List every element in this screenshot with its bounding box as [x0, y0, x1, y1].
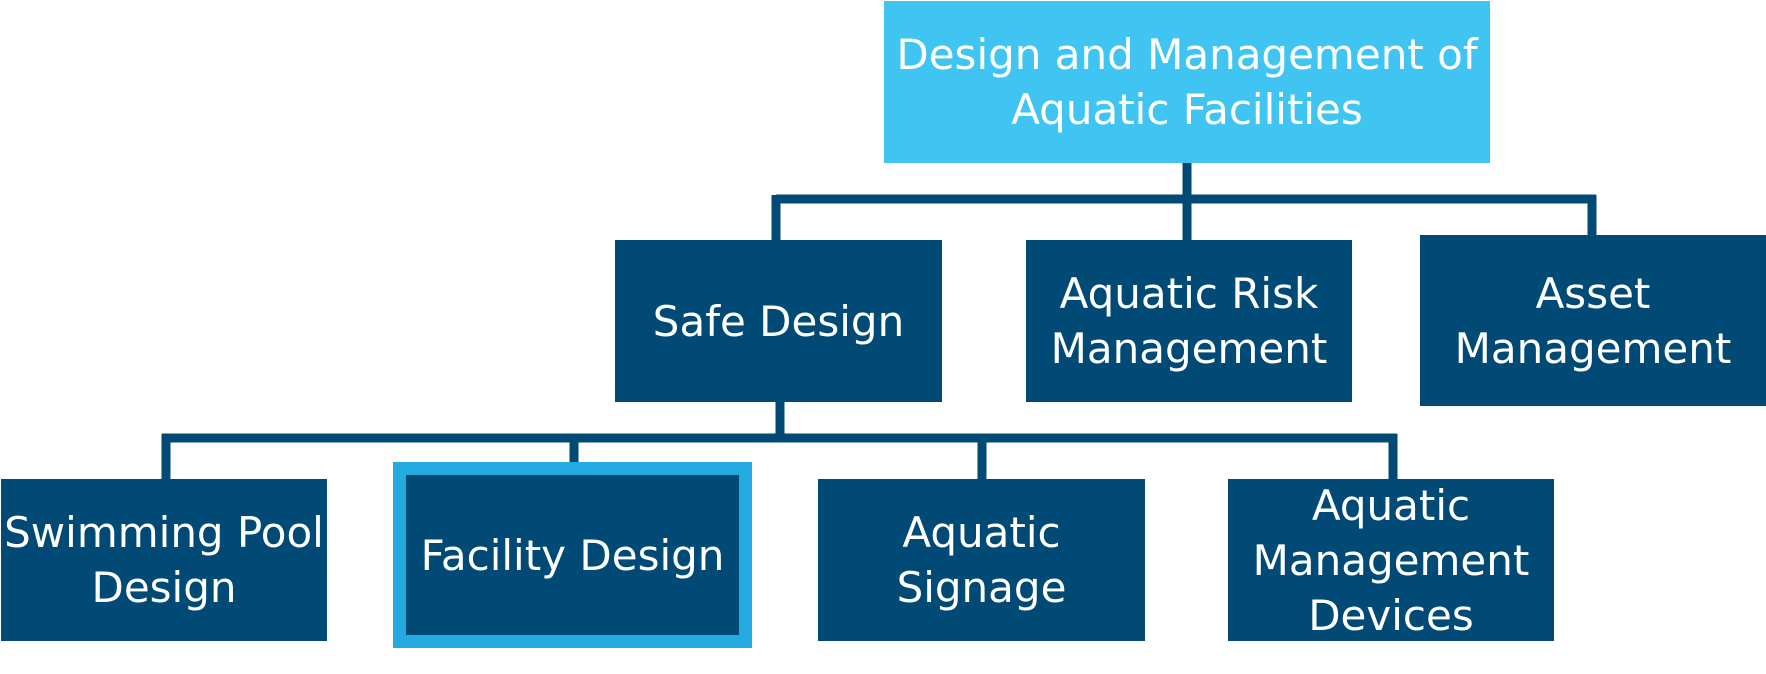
- node-aquatic-signage: Aquatic Signage: [818, 479, 1145, 641]
- node-aquatic-risk-management: Aquatic Risk Management: [1026, 240, 1352, 402]
- node-aquatic-management-devices: Aquatic Management Devices: [1228, 479, 1554, 641]
- node-safe-design: Safe Design: [615, 240, 942, 402]
- node-facility-design-highlighted: Facility Design: [393, 462, 752, 648]
- node-swimming-pool-design: Swimming Pool Design: [1, 479, 327, 641]
- root-node-design-and-management: Design and Management of Aquatic Facilit…: [884, 1, 1490, 163]
- node-asset-management: Asset Management: [1420, 235, 1766, 406]
